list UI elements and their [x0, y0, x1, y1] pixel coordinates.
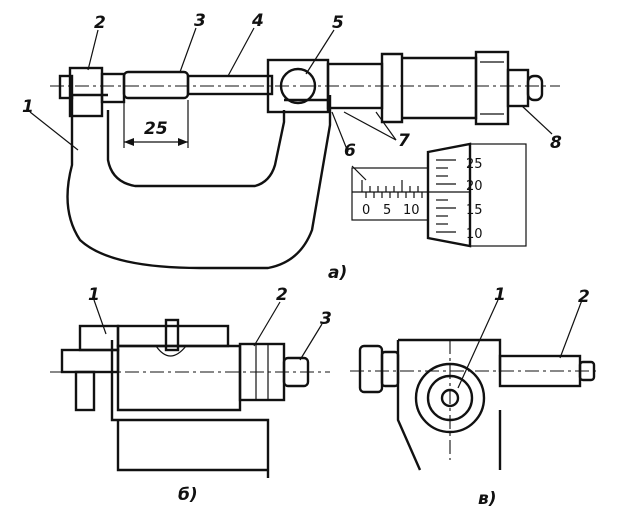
callout-a-4: 4 [251, 11, 264, 31]
callout-a-1: 1 [22, 97, 34, 117]
body-b [110, 340, 270, 478]
scale-inset: 0 5 10 25 20 15 10 [351, 142, 527, 248]
ratchet-cap [474, 50, 510, 126]
callout-a-2: 2 [94, 13, 106, 33]
callout-a-7: 7 [398, 131, 410, 151]
callout-b-3: 3 [320, 309, 332, 329]
callout-c-1: 1 [494, 285, 506, 305]
sleeve-tick-5: 5 [383, 203, 391, 218]
thimble-tick-15: 15 [466, 203, 483, 218]
callout-a-3: 3 [194, 11, 206, 31]
ratchet [506, 68, 530, 108]
callout-a-5: 5 [332, 13, 344, 33]
figure-b: 1 2 3 б) [50, 285, 332, 505]
caption-c: в) [478, 489, 497, 509]
caption-b: б) [178, 485, 198, 505]
callout-b-1: 1 [88, 285, 100, 305]
dimension-25: 25 [144, 119, 168, 139]
thimble-tick-25: 25 [466, 157, 483, 172]
anvil [68, 66, 104, 118]
callout-b-2: 2 [276, 285, 288, 305]
frame-inner [106, 110, 286, 188]
frame-outline [66, 95, 332, 270]
thimble [380, 52, 478, 124]
sleeve-tick-0: 0 [362, 203, 370, 218]
measured-part [122, 70, 190, 100]
figure-c: 1 2 в) [350, 285, 600, 509]
thimble-tick-10: 10 [466, 227, 483, 242]
spindle [186, 74, 274, 96]
sleeve-tick-10: 10 [403, 203, 420, 218]
thimble-tick-20: 20 [466, 179, 483, 194]
caption-a: а) [328, 263, 347, 283]
figure-a: 25 0 5 10 [22, 11, 562, 283]
callout-c-2: 2 [578, 287, 590, 307]
lock-ring-outer [414, 362, 486, 434]
callout-a-6: 6 [344, 141, 356, 161]
callout-a-8: 8 [550, 133, 562, 153]
